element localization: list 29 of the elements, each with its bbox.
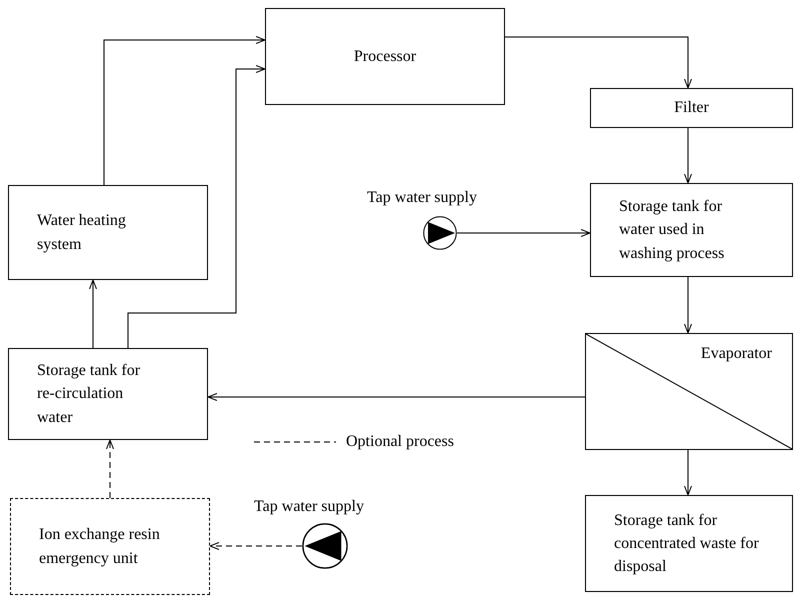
process-box bbox=[8, 348, 208, 440]
flow-arrow bbox=[504, 36, 692, 88]
flow-arrow bbox=[128, 65, 266, 348]
supply-label: Tap water supply bbox=[367, 188, 477, 208]
legend-label: Optional process bbox=[346, 432, 454, 452]
box-label: Water heating system bbox=[37, 211, 127, 254]
flow-arrow bbox=[210, 542, 302, 550]
box-label: Storage tank for water used in washing process bbox=[619, 197, 726, 264]
process-box bbox=[265, 8, 505, 105]
supply-label: Tap water supply bbox=[254, 497, 364, 517]
flow-arrow bbox=[684, 128, 692, 184]
process-box bbox=[590, 183, 793, 277]
flow-arrow bbox=[684, 276, 692, 334]
box-label: Storage tank for re-circulation water bbox=[37, 361, 142, 428]
flow-arrow bbox=[456, 229, 590, 237]
box-label: Processor bbox=[354, 46, 416, 67]
flow-arrow bbox=[104, 36, 266, 186]
process-box bbox=[590, 88, 793, 128]
box-label: Evaporator bbox=[700, 344, 772, 364]
flow-arrow bbox=[208, 393, 586, 401]
flow-arrow bbox=[684, 450, 692, 496]
process-box bbox=[10, 498, 210, 595]
box-label: Ion exchange resin emergency unit bbox=[39, 525, 161, 568]
flow-arrow bbox=[106, 440, 114, 498]
process-box bbox=[8, 185, 208, 280]
box-label: Storage tank for concentrated waste for disposal bbox=[614, 510, 759, 578]
process-box bbox=[585, 495, 793, 592]
box-label: Filter bbox=[674, 98, 709, 118]
flow-arrow bbox=[89, 280, 97, 348]
